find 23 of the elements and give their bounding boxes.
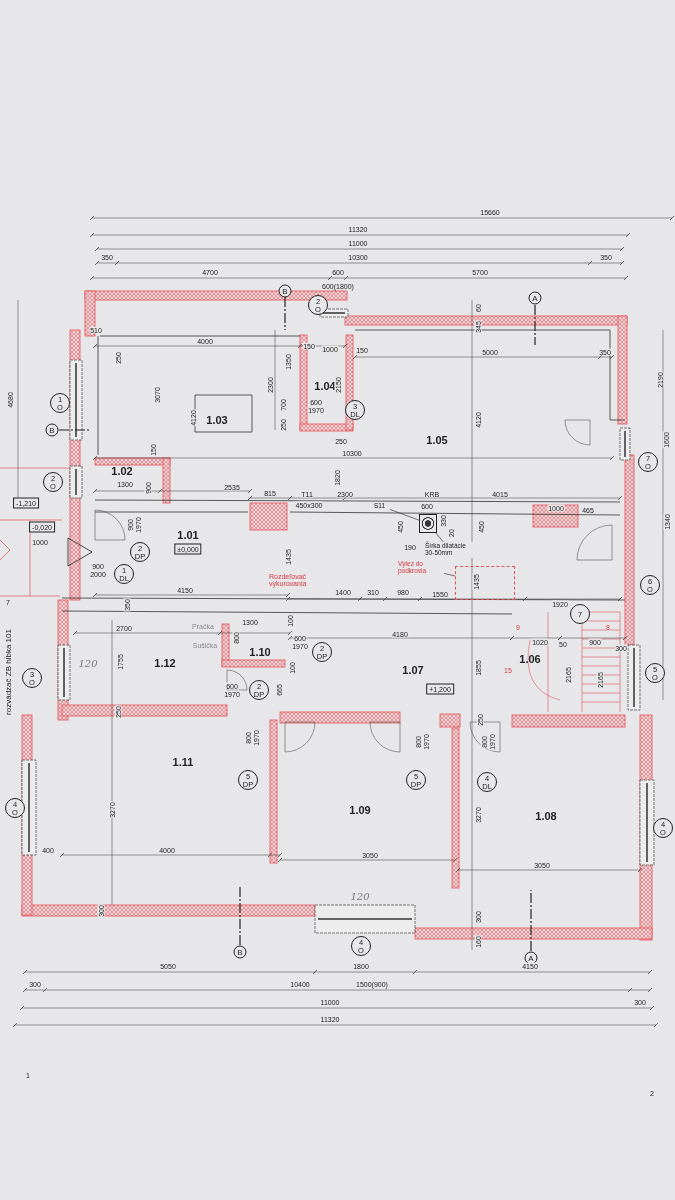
handwritten-note: 120 [350,892,370,902]
room-number: 1.09 [349,804,371,816]
room-number: 1.02 [111,465,133,477]
room-number: 1.05 [426,434,448,446]
handwritten-note: 120 [78,659,98,669]
leader-line [443,573,456,577]
room-number: 1.03 [206,414,228,426]
plan-note: rozvádzač ZB hĺbka 101 [5,629,13,715]
room-number: 1.06 [519,653,541,665]
room-number: 1.04 [314,380,336,392]
leader-line [435,532,444,543]
room-number: 1.07 [402,664,424,676]
grid-axis-marker: B [278,284,292,298]
grid-axis-marker: A [528,291,542,305]
room-number: 1.01 [177,529,199,541]
leader-line [389,509,420,521]
chimney-flue [419,514,437,533]
room-number: 1.10 [249,646,271,658]
grid-axis-marker: B [45,423,59,437]
room-number: 1.11 [172,756,194,768]
room-number: 1.08 [535,810,557,822]
room-number: 1.12 [154,657,176,669]
grid-axis-marker: B [233,945,247,959]
